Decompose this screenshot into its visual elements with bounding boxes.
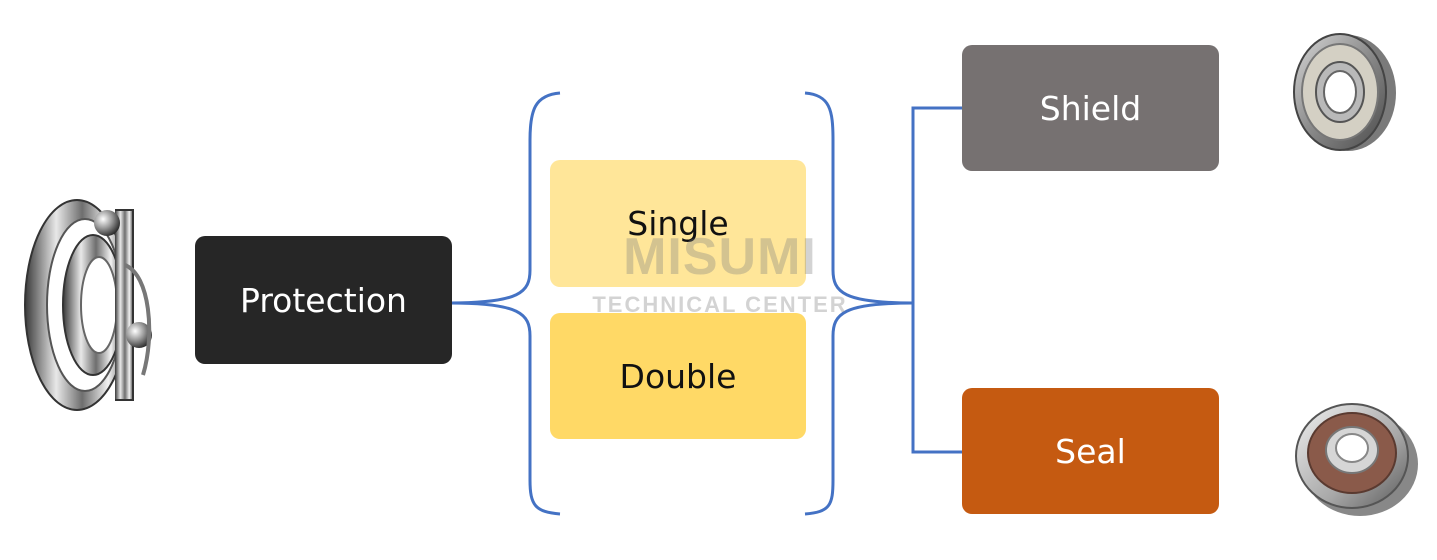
open-bearing-image <box>24 199 160 411</box>
branch-connector <box>911 106 962 454</box>
shielded-bearing-image <box>1293 33 1396 151</box>
right-brace <box>804 91 914 516</box>
left-brace <box>449 91 561 516</box>
seal-node: Seal <box>962 388 1219 514</box>
shield-label: Shield <box>1039 88 1142 128</box>
protection-node: Protection <box>195 236 452 364</box>
protection-label: Protection <box>240 280 407 320</box>
seal-label: Seal <box>1055 431 1126 471</box>
double-label: Double <box>619 356 737 396</box>
single-label: Single <box>627 204 729 243</box>
single-node: Single <box>550 160 806 287</box>
double-node: Double <box>550 313 806 439</box>
shield-node: Shield <box>962 45 1219 171</box>
sealed-bearing-image <box>1295 403 1418 516</box>
